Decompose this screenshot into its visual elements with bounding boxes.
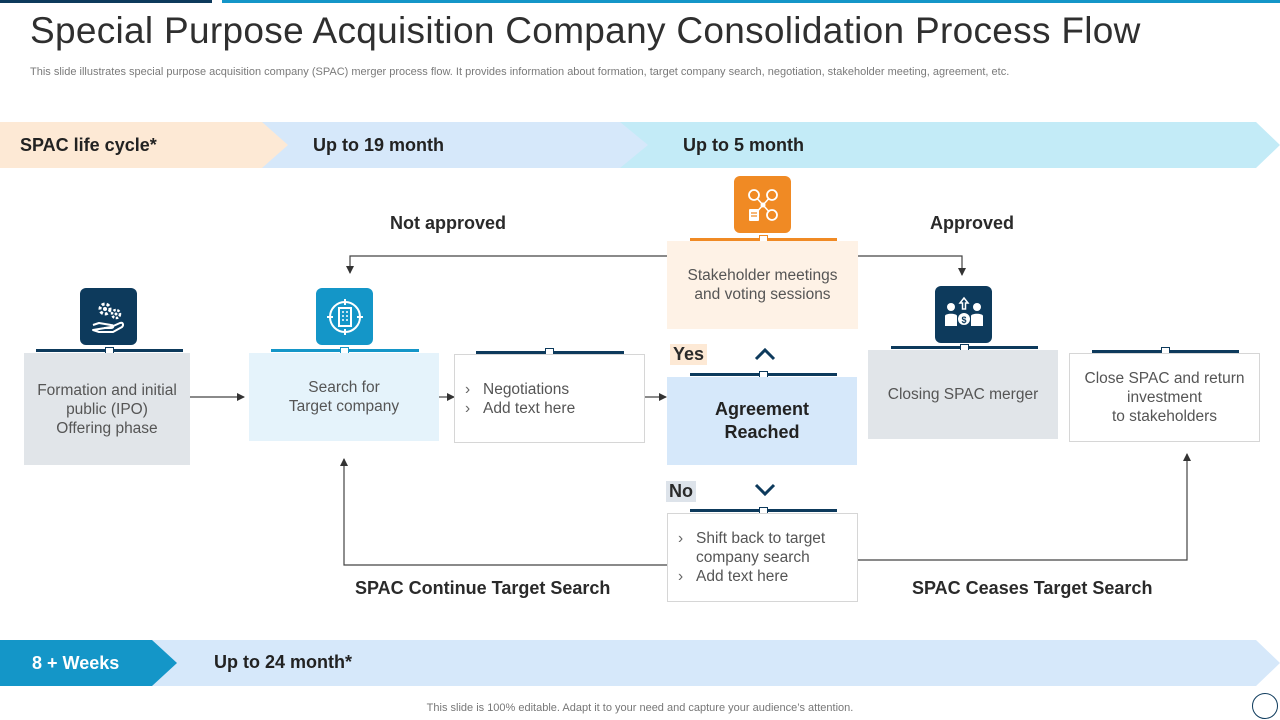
corner-circle-decoration: [1252, 693, 1278, 719]
slide-title: Special Purpose Acquisition Company Cons…: [30, 10, 1141, 51]
timeline-bottom-segment-1: [0, 640, 177, 686]
agreement-box: Agreement Reached: [667, 377, 857, 465]
shift-bullet-2: Add text here: [696, 568, 789, 585]
timeline-bottom-band: [0, 640, 1280, 686]
chevron-up-icon: [754, 347, 776, 361]
arrow-cease-search: [858, 453, 1191, 561]
timeline-top-band: [0, 122, 1280, 168]
top-accent-bar-dark: [0, 0, 212, 3]
chevron-right-icon: ›: [465, 380, 471, 398]
not-approved-label: Not approved: [390, 213, 507, 233]
target-building-icon: [316, 288, 373, 345]
negotiation-bullet-2: Add text here: [483, 399, 576, 417]
cease-search-label: SPAC Ceases Target Search: [912, 578, 1153, 598]
stakeholder-text: Stakeholder meetings and voting sessions: [687, 267, 838, 303]
arrow-approved: [858, 255, 966, 276]
agreement-text: Agreement Reached: [714, 399, 810, 442]
timeline-bottom-segment-2: [150, 640, 1280, 686]
no-label: No: [666, 481, 696, 502]
timeline-top-segment-1: [0, 122, 288, 168]
yes-label: Yes: [670, 344, 708, 365]
list-item: › Shift back to target company search: [678, 529, 857, 567]
search-box: Search for Target company: [249, 353, 439, 441]
shift-box: › Shift back to target company search › Ad…: [667, 513, 858, 602]
closing-box: Closing SPAC merger: [868, 350, 1058, 439]
list-item: › Add text here: [678, 567, 857, 586]
chevron-down-icon: [754, 483, 776, 497]
timeline-top-segment-2: [258, 122, 648, 168]
search-text: Search for Target company: [288, 379, 400, 415]
formation-box: Formation and initial public (IPO) Offer…: [24, 353, 190, 465]
network-people-icon: [734, 176, 791, 233]
formation-text: Formation and initial public (IPO) Offer…: [37, 381, 177, 437]
arrow-not-approved: [346, 255, 667, 274]
timeline-bottom-label-1: 8 + Weeks: [32, 653, 120, 673]
list-item: › Negotiations: [465, 380, 644, 399]
arrow-continue-search: [340, 458, 667, 566]
timeline-top-label-1: SPAC life cycle*: [20, 135, 157, 155]
negotiation-box: › Negotiations › Add text here: [454, 354, 645, 443]
continue-search-label: SPAC Continue Target Search: [355, 578, 611, 598]
negotiation-bullet-1: Negotiations: [483, 380, 570, 398]
close-return-text: Close SPAC and return investment to stak…: [1084, 370, 1245, 425]
timeline-top-label-2: Up to 19 month: [313, 135, 444, 155]
closing-text: Closing SPAC merger: [887, 386, 1039, 403]
slide-subtitle: This slide illustrates special purpose a…: [30, 66, 1010, 78]
chevron-right-icon: ›: [678, 530, 684, 547]
chevron-right-icon: ›: [678, 568, 684, 585]
timeline-bottom-label-2: Up to 24 month*: [214, 652, 352, 672]
approved-label: Approved: [930, 213, 1015, 233]
people-money-icon: $: [935, 286, 992, 343]
timeline-top-label-3: Up to 5 month: [683, 135, 804, 155]
svg-text:$: $: [961, 315, 966, 325]
shift-bullet-1: Shift back to target company search: [696, 530, 826, 566]
chevron-right-icon: ›: [465, 399, 471, 417]
timeline-top-segment-3: [615, 122, 1280, 168]
slide-footer: This slide is 100% editable. Adapt it to…: [426, 702, 854, 714]
top-accent-bar-light: [222, 0, 1280, 3]
close-return-box: Close SPAC and return investment to stak…: [1069, 353, 1260, 442]
stakeholder-box: Stakeholder meetings and voting sessions: [667, 241, 858, 329]
hand-gears-icon: [80, 288, 137, 345]
list-item: › Add text here: [465, 399, 644, 418]
